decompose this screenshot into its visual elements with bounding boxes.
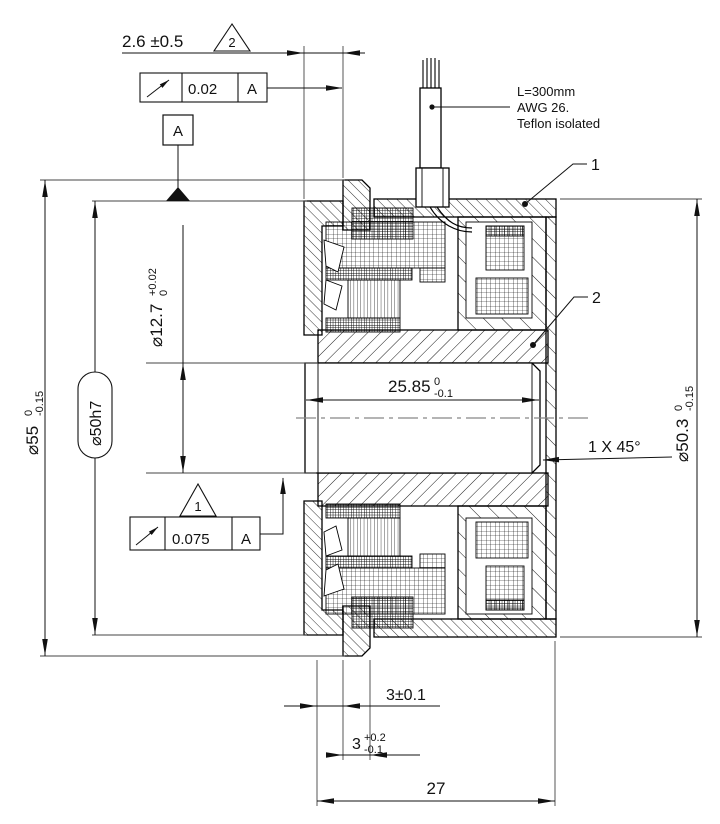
- rotor-hub-top-section: [317, 329, 549, 364]
- end-turns-bottom: [351, 596, 414, 629]
- runout-icon: [146, 79, 170, 98]
- dim-overall-length: 27: [317, 779, 555, 804]
- dim-hub-length-main: 25.85: [388, 377, 431, 396]
- chamfer-note: 1 X 45°: [542, 439, 673, 463]
- dim-housing-od: ⌀50.3 0 -0.15: [673, 199, 700, 637]
- rotor-hub-bottom-section: [317, 472, 549, 507]
- pilot-diameter-capsule: [77, 371, 113, 459]
- runout-icon: [135, 526, 159, 546]
- extension-lines: [40, 46, 702, 806]
- dim-hub-length-hi: 0: [434, 376, 440, 388]
- dim-flange-od-main: ⌀55: [23, 426, 42, 455]
- dim-shaft-diameter-hi: +0.02: [147, 268, 159, 296]
- dim-groove-main: 3: [352, 736, 361, 753]
- fcf-bottom-value: 0.075: [172, 531, 210, 548]
- dim-axial-pilot: 2.6 ±0.5 2: [122, 23, 365, 56]
- dim-housing-od-main: ⌀50.3: [673, 419, 692, 462]
- coil-small-bottom: [419, 553, 446, 569]
- fcf-top-value: 0.02: [188, 81, 217, 98]
- dim-hub-length-lo: -0.1: [434, 388, 453, 400]
- dim-flange-od: ⌀55 0 -0.15: [23, 180, 48, 656]
- wire-note: L=300mm AWG 26. Teflon isolated: [429, 84, 600, 131]
- lamination-stack-top: [347, 279, 401, 319]
- dim-hub-length: 25.85 0 -0.1: [306, 376, 539, 403]
- wire-note-line3: Teflon isolated: [517, 116, 600, 131]
- rotor-spoke-bottom-b: [323, 525, 343, 557]
- wire-strands: [422, 58, 440, 90]
- coil-right-top-1-cap: [485, 225, 525, 237]
- chamfer-note-text: 1 X 45°: [588, 439, 641, 456]
- dim-overall-length-text: 27: [427, 779, 446, 798]
- rotor-spoke-top-b: [323, 279, 343, 311]
- revision-flag-2: [212, 23, 252, 52]
- shaft-section: [304, 362, 541, 474]
- dim-housing-od-lo: -0.15: [684, 386, 696, 411]
- dim-flange-od-lo: -0.15: [34, 391, 46, 416]
- cable-assembly: [415, 58, 450, 208]
- dim-flange-thickness-text: 3±0.1: [386, 687, 426, 704]
- datum-a: A: [162, 114, 194, 201]
- balloon-1: 1: [522, 157, 600, 207]
- dim-flange-thickness: 3±0.1: [284, 687, 440, 709]
- end-turns-top: [351, 207, 414, 240]
- balloon-2: 2: [530, 290, 601, 348]
- dim-flange-od-hi: 0: [23, 410, 35, 416]
- coil-small-top: [419, 267, 446, 283]
- dim-shaft-diameter: ⌀12.7 +0.02 0: [147, 225, 186, 473]
- fcf-bottom-datum: A: [241, 531, 251, 548]
- dim-shaft-diameter-lo: 0: [158, 290, 170, 296]
- magnet-strip-top: [325, 317, 401, 333]
- dim-housing-od-hi: 0: [673, 405, 685, 411]
- lamination-stack-bottom: [347, 517, 401, 557]
- dim-groove-lo: -0.1: [364, 744, 383, 756]
- coil-right-bottom-1-cap: [485, 599, 525, 611]
- cable-connector: [415, 167, 450, 208]
- wire-note-line2: AWG 26.: [517, 100, 569, 115]
- cable-jacket: [419, 87, 442, 169]
- revision-flag-1-label: 1: [194, 499, 201, 514]
- stator-internals: [323, 206, 533, 629]
- datum-triangle-icon: [166, 187, 190, 201]
- dim-shaft-diameter-main: ⌀12.7: [147, 304, 166, 347]
- dim-groove-hi: +0.2: [364, 732, 386, 744]
- datum-a-label: A: [173, 123, 183, 140]
- wire-note-line1: L=300mm: [517, 84, 575, 99]
- balloon-1-label: 1: [591, 157, 600, 174]
- fcf-bottom: 1 0.075 A: [129, 477, 286, 551]
- revision-flag-1: [179, 482, 217, 517]
- dim-pilot-diameter: ⌀50h7: [77, 201, 113, 635]
- coil-right-bottom-2: [475, 521, 529, 559]
- rotor-spoke-top-a: [323, 239, 345, 273]
- lead-wires: [429, 206, 473, 233]
- dim-pilot-diameter-text: ⌀50h7: [88, 401, 105, 446]
- fcf-top-datum: A: [247, 81, 257, 98]
- dim-axial-pilot-text: 2.6 ±0.5: [122, 32, 183, 51]
- revision-flag-2-label: 2: [228, 35, 235, 50]
- magnet-strip-bottom: [325, 503, 401, 519]
- dim-groove: 3 +0.2 -0.1: [326, 732, 420, 758]
- balloon-2-label: 2: [592, 290, 601, 307]
- coil-right-top-2: [475, 277, 529, 315]
- rotor-spoke-bottom-a: [323, 563, 345, 597]
- fcf-top: 0.02 A: [139, 72, 343, 103]
